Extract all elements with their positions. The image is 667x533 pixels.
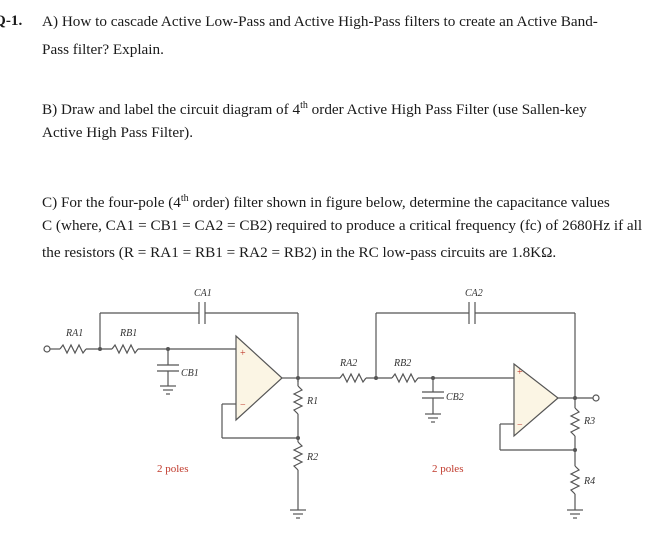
part-b-line1: B) Draw and label the circuit diagram of… bbox=[42, 96, 587, 120]
part-c-line2: C (where, CA1 = CB1 = CA2 = CB2) require… bbox=[42, 217, 643, 234]
part-c-line1-pre: C) For the four-pole (4 bbox=[42, 194, 181, 212]
opamp2-plus: + bbox=[517, 367, 523, 378]
label-r3: R3 bbox=[583, 416, 595, 427]
part-b-sup: th bbox=[300, 100, 308, 111]
label-ra1: RA1 bbox=[65, 328, 83, 339]
part-c-line1: C) For the four-pole (4th order) filter … bbox=[42, 189, 610, 213]
label-ca1: CA1 bbox=[194, 288, 212, 299]
label-rb2: RB2 bbox=[393, 358, 411, 369]
poles-label-1: 2 poles bbox=[157, 463, 188, 475]
part-c-line3: the resistors (R = RA1 = RB1 = RA2 = RB2… bbox=[42, 244, 557, 261]
label-r4: R4 bbox=[583, 476, 595, 487]
label-ca2: CA2 bbox=[465, 288, 483, 299]
question-number: Q-1. bbox=[0, 12, 23, 29]
opamp2-minus: − bbox=[517, 420, 523, 431]
part-b-line2: Active High Pass Filter). bbox=[42, 124, 194, 141]
part-c-line1-post: order) filter shown in figure below, det… bbox=[188, 194, 610, 212]
label-r2: R2 bbox=[306, 452, 318, 463]
part-b-line1-post: order Active High Pass Filter (use Salle… bbox=[307, 101, 587, 119]
part-a-line2: Pass filter? Explain. bbox=[42, 41, 164, 58]
label-rb1: RB1 bbox=[119, 328, 137, 339]
opamp1-plus: + bbox=[240, 348, 246, 359]
opamp1-minus: − bbox=[240, 400, 246, 411]
label-cb2: CB2 bbox=[446, 392, 464, 403]
label-cb1: CB1 bbox=[181, 368, 199, 379]
part-b-line1-pre: B) Draw and label the circuit diagram of… bbox=[42, 101, 301, 119]
poles-label-2: 2 poles bbox=[432, 463, 463, 475]
part-a-line1: A) How to cascade Active Low-Pass and Ac… bbox=[42, 13, 598, 30]
label-ra2: RA2 bbox=[339, 358, 357, 369]
part-c-sup: th bbox=[180, 193, 189, 204]
label-r1: R1 bbox=[306, 396, 318, 407]
